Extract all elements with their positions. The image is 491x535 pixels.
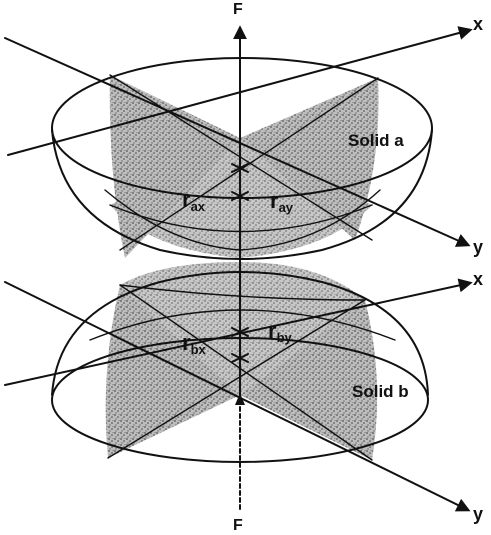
axis-x-upper-label: x bbox=[473, 14, 483, 34]
r-ax-label: rax bbox=[182, 187, 206, 214]
axis-y-upper-label: y bbox=[473, 237, 483, 257]
solid-b-section-left bbox=[105, 285, 240, 458]
axis-x-lower-label: x bbox=[473, 269, 483, 289]
solid-b-upper-curve bbox=[119, 284, 366, 301]
marker-b-upper bbox=[231, 327, 249, 337]
marker-b-lower bbox=[231, 353, 249, 363]
solid-b-section-back bbox=[120, 262, 365, 395]
marker-a-lower bbox=[231, 191, 249, 201]
force-label-bottom: F bbox=[233, 517, 243, 534]
marker-a-upper bbox=[231, 163, 249, 173]
axis-y-lower-label: y bbox=[473, 504, 483, 524]
axis-y-upper bbox=[4, 37, 471, 247]
solid-b-label: Solid b bbox=[352, 382, 409, 401]
section-line-b2 bbox=[107, 299, 366, 459]
force-label-top: F bbox=[233, 1, 243, 18]
force-arrowhead-up bbox=[235, 393, 245, 405]
solid-b-sections bbox=[105, 262, 378, 460]
force-axis bbox=[233, 25, 247, 513]
r-bx-label: rbx bbox=[182, 330, 207, 357]
radius-markers bbox=[231, 163, 249, 363]
axis-y-lower bbox=[4, 281, 471, 512]
r-ay-label: ray bbox=[270, 188, 294, 215]
solid-b-section-right bbox=[240, 300, 378, 460]
solid-b-inner-curve bbox=[89, 309, 396, 341]
r-by-label: rby bbox=[268, 318, 293, 345]
solid-a-label: Solid a bbox=[348, 131, 404, 150]
